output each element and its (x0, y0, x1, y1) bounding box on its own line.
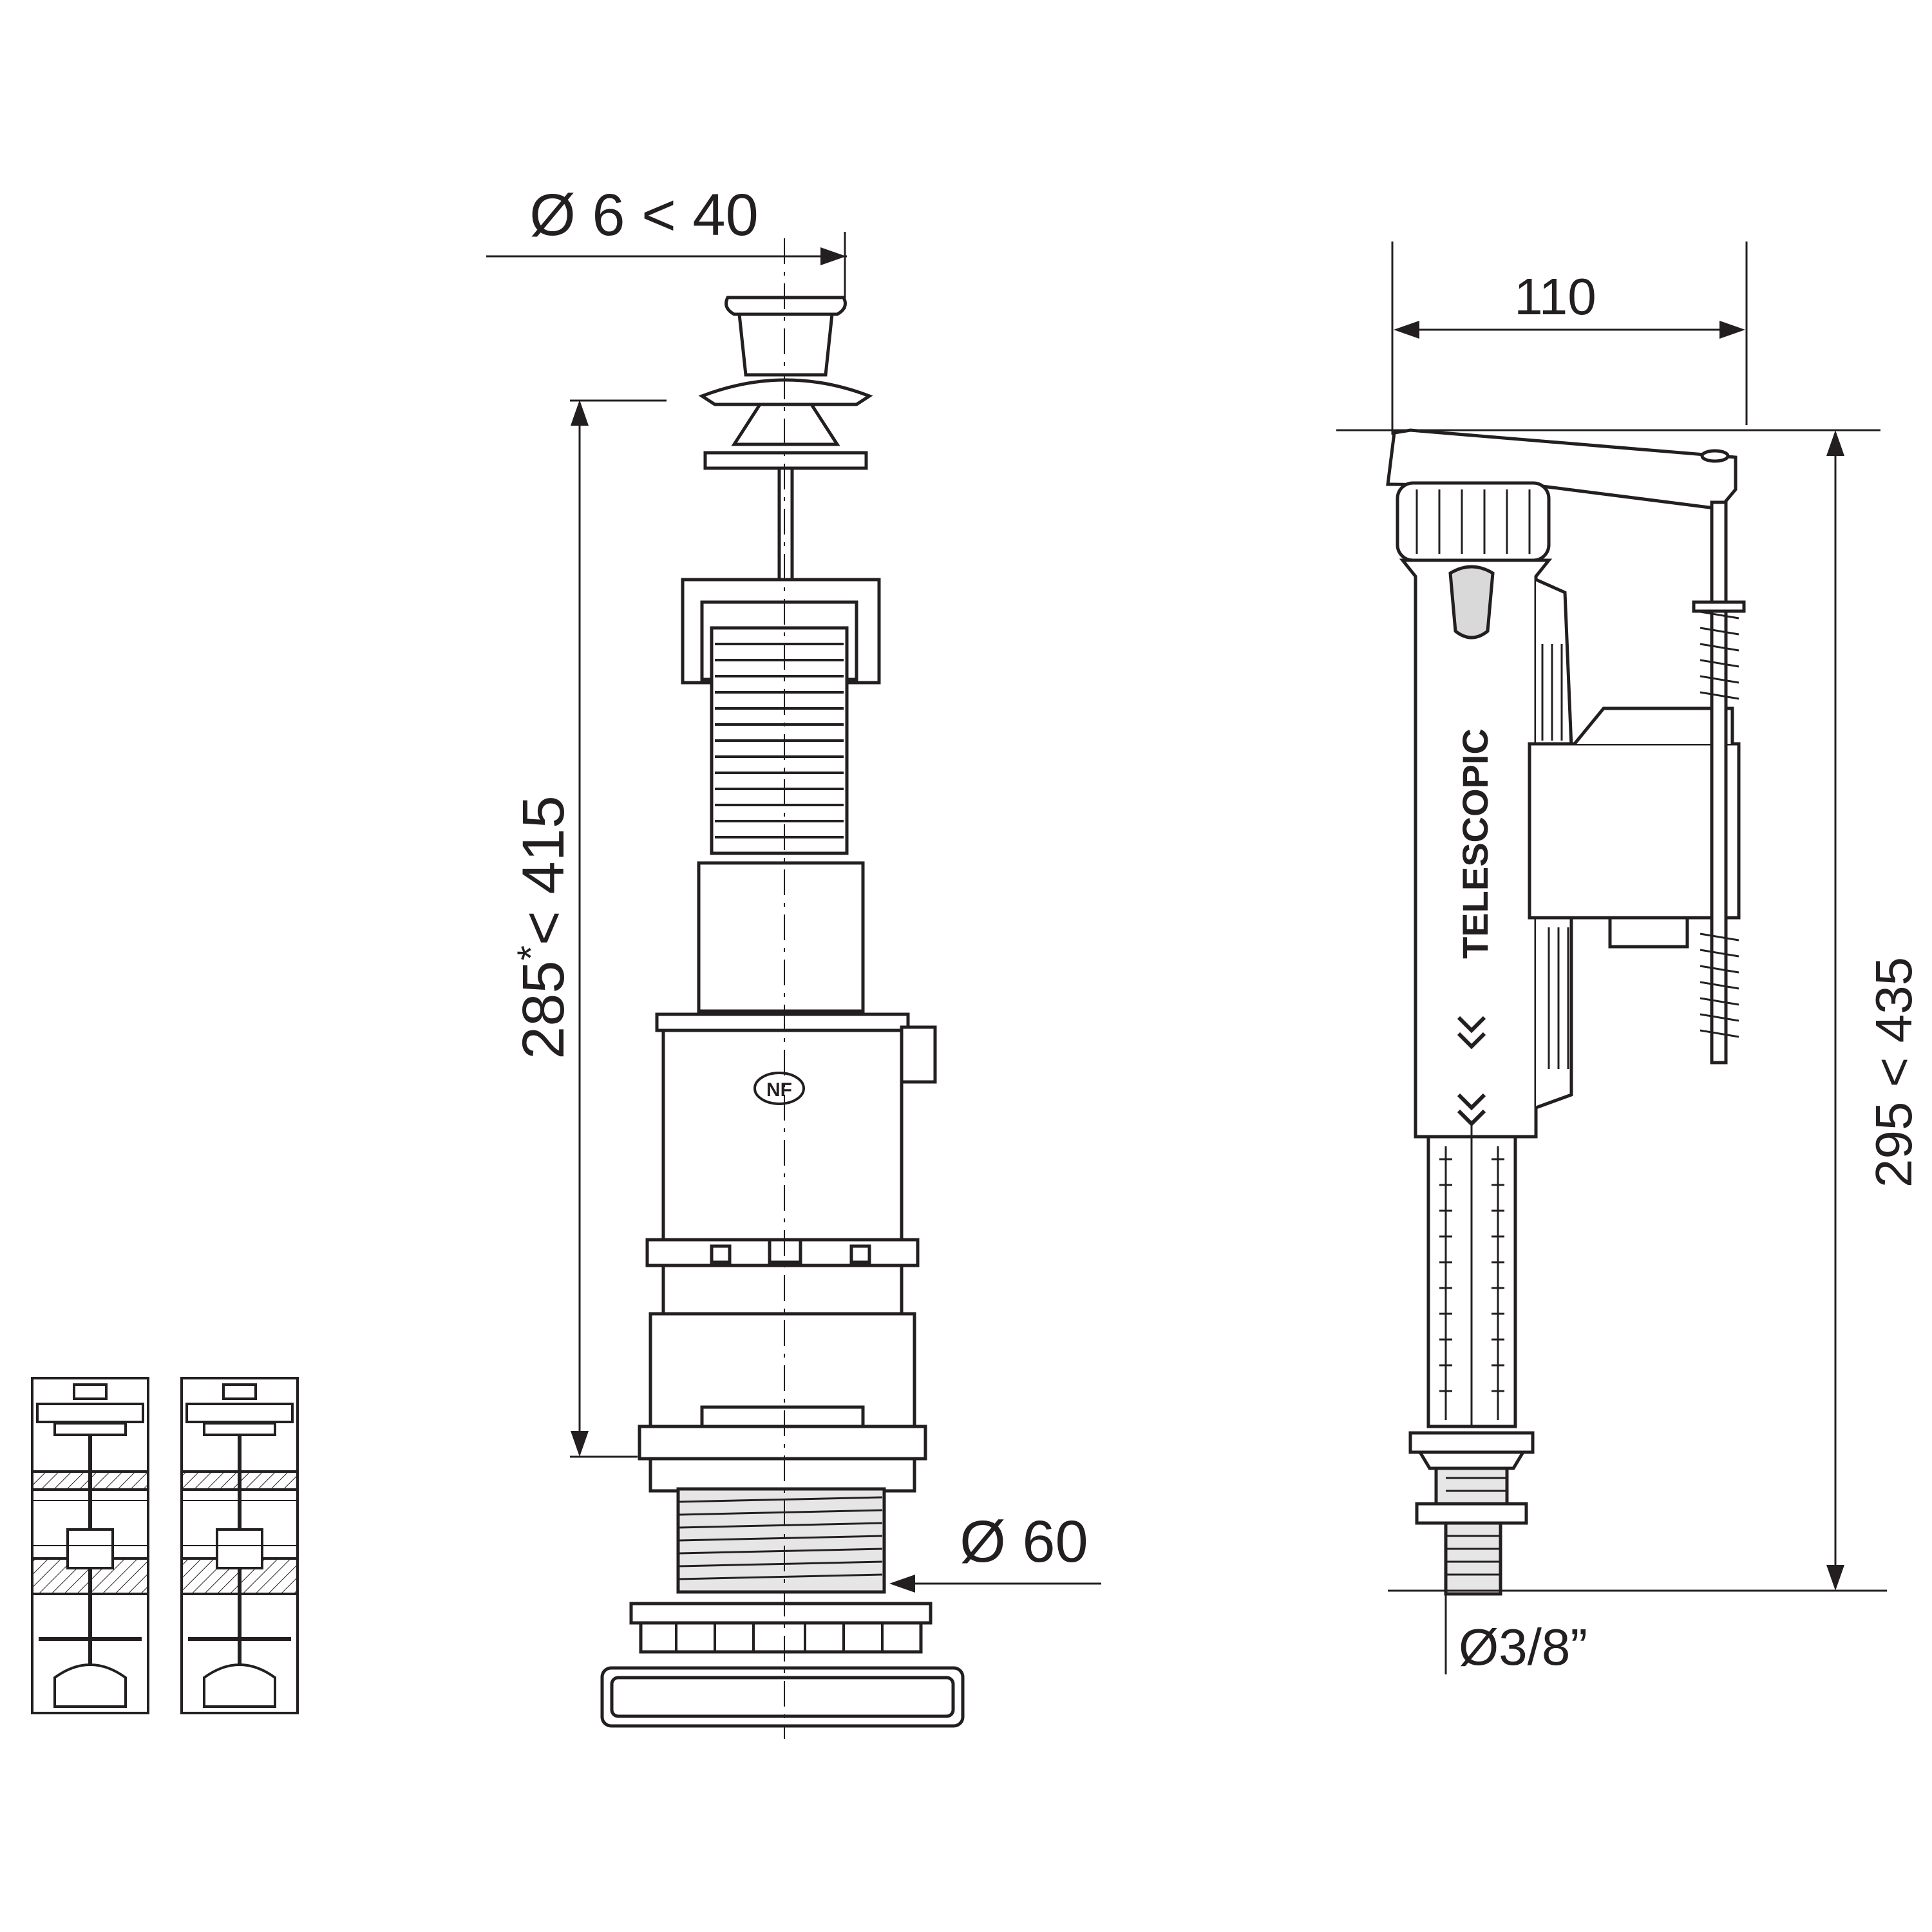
inlet-thread-diameter-label: Ø3/8” (1459, 1618, 1587, 1676)
fill-valve-brand-label: TELESCOPIC (1455, 728, 1495, 959)
flush-height-asterisk: * (509, 945, 553, 960)
button-diameter-label: Ø 6 < 40 (529, 182, 758, 248)
flush-valve: NF (600, 238, 965, 1739)
installation-detail-right (180, 1377, 299, 1714)
telescopic-ladder (1439, 1121, 1504, 1426)
flush-height-min: 285 (511, 960, 576, 1059)
outlet-diameter-label: Ø 60 (960, 1509, 1088, 1575)
flush-valve-dimensions (486, 232, 1101, 1593)
tube-thread-lines (715, 643, 844, 838)
outlet-thread-lines (679, 1496, 883, 1580)
screw-thread (1700, 611, 1739, 1038)
nut-ribs (675, 1623, 884, 1652)
nf-mark-label: NF (766, 1079, 792, 1101)
flush-height-label: 285*< 415 (509, 795, 576, 1059)
cap-ribs (1416, 489, 1531, 554)
fill-valve-width-label: 110 (1514, 268, 1596, 325)
flush-height-max: < 415 (511, 795, 576, 945)
nf-mark: NF (753, 1072, 805, 1105)
chevron-icons (1457, 1016, 1486, 1127)
float-rack (1541, 644, 1569, 1069)
inlet-thread (1446, 1477, 1507, 1576)
installation-detail-left (31, 1377, 149, 1714)
fill-valve-height-label: 295 < 435 (1865, 957, 1922, 1188)
fill-valve (1386, 428, 1746, 1596)
fill-valve-dimensions (1336, 242, 1887, 1674)
